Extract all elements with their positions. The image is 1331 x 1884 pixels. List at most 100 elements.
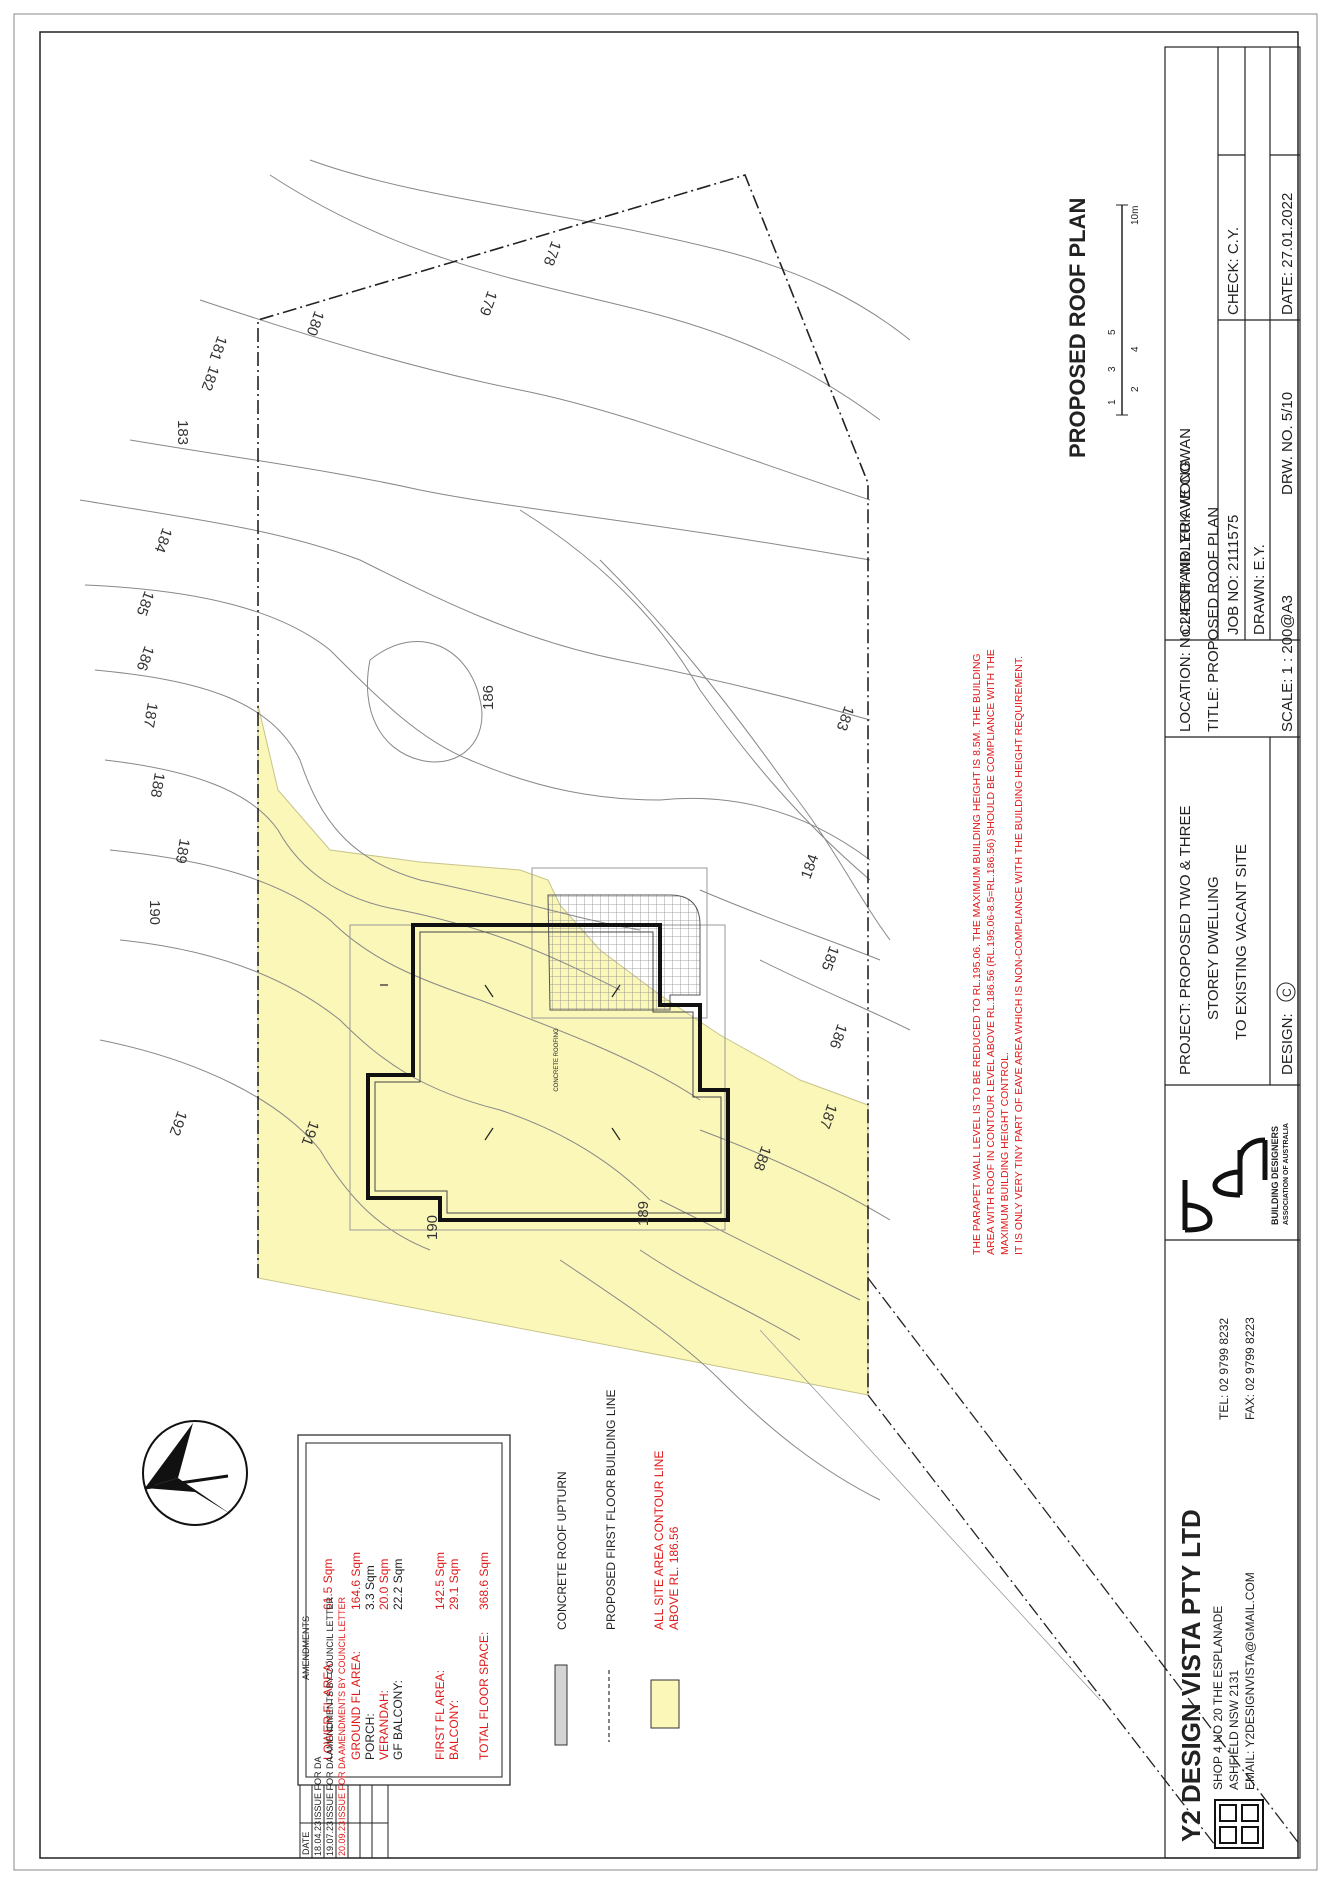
location: LOCATION: No.24 CHANDLER AVE COWAN	[1177, 428, 1194, 732]
verandah-outline	[531, 867, 708, 1019]
first-fl-value: 142.5 Sqm	[433, 1552, 447, 1610]
note-line: IT IS ONLY VERY TINY PART OF EAVE AREA W…	[1013, 656, 1025, 1255]
gf-balcony-value: 22.2 Sqm	[391, 1559, 405, 1610]
plan-title: PROPOSED ROOF PLAN	[1065, 198, 1090, 458]
company-email: EMAIL: Y2DESIGNVISTA@GMAIL.COM	[1243, 1572, 1257, 1790]
project-line-3: TO EXISTING VACANT SITE	[1233, 844, 1250, 1040]
contour-label: 186	[480, 685, 497, 710]
legend-upturn-swatch	[554, 1664, 568, 1746]
total-label: TOTAL FLOOR SPACE:	[477, 1632, 491, 1760]
contour-label: 186	[826, 1022, 851, 1051]
porch-value: 3.3 Sqm	[363, 1565, 377, 1610]
company-address-2: ASHFIELD NSW 2131	[1227, 1670, 1241, 1790]
design-mark: C	[1280, 988, 1294, 997]
verandah-value: 20.0 Sqm	[377, 1559, 391, 1610]
contour-label: 184	[151, 526, 176, 555]
scale-bar: 1 2 3 4 5 10m	[1107, 204, 1141, 416]
driveway-line-2	[867, 1394, 1216, 1846]
legend-building-line-label: PROPOSED FIRST FLOOR BUILDING LINE	[604, 1390, 618, 1631]
design-mark-circle	[1276, 982, 1296, 1002]
amendments-table	[299, 1784, 389, 1859]
contour-label: 187	[140, 701, 161, 729]
scale-tick: 2	[1130, 386, 1141, 392]
contour-label: 180	[303, 309, 328, 338]
contour-label: 185	[818, 944, 843, 973]
contour-label: 183	[833, 704, 858, 733]
company-tel: TEL: 02 9799 8232	[1217, 1318, 1231, 1420]
design-label: DESIGN:	[1279, 1013, 1296, 1075]
inner-border	[39, 31, 1299, 1859]
driveway-line-3	[759, 1329, 1101, 1701]
title: TITLE: PROPOSED ROOF PLAN	[1205, 507, 1222, 732]
site-boundary	[257, 174, 869, 1395]
contour-label: 190	[146, 900, 163, 925]
contour-label: 188	[147, 771, 168, 799]
amendment-text: ISSUE FOR DA AMENDMENTS BY COUNCIL LETTE…	[325, 1596, 335, 1820]
client: CLIENT: MR. YUK WONG	[1177, 460, 1194, 635]
legend: CONCRETE ROOF UPTURN PROPOSED FIRST FLOO…	[554, 1390, 681, 1746]
scale-tick: 1	[1107, 399, 1118, 405]
ground-fl-label: GROUND FL AREA:	[349, 1651, 363, 1760]
contour-lines	[79, 159, 911, 1501]
bda-logo	[1182, 1137, 1268, 1233]
legend-contour-label-1: ALL SITE AREA CONTOUR LINE	[652, 1451, 666, 1630]
roof-label: CONCRETE ROOFING	[554, 1028, 560, 1092]
amendment-date: 18.04.23	[313, 1821, 323, 1856]
company-address-1: SHOP 4 NO 20 THE ESPLANADE	[1211, 1606, 1225, 1790]
roof-upturn-hatch	[547, 894, 701, 1011]
area-schedule: LOWER FL AREA: 61.5 Sqm GROUND FL AREA: …	[297, 1434, 511, 1786]
scale: SCALE: 1 : 200@A3	[1279, 595, 1296, 732]
driveway-line-1	[867, 1277, 1301, 1846]
proposed-roof-inner	[374, 931, 722, 1214]
legend-contour-label-2: ABOVE RL. 186.56	[667, 1526, 681, 1630]
scale-tick: 3	[1107, 366, 1118, 372]
amendment-date: 19.07.23	[325, 1821, 335, 1856]
first-fl-label: FIRST FL AREA:	[433, 1670, 447, 1760]
north-arrow	[142, 1420, 248, 1526]
contour-label: 181	[206, 334, 231, 363]
job-no: JOB NO: 2111575	[1225, 515, 1242, 635]
scale-tick: 5	[1107, 329, 1118, 335]
proposed-roof-outline	[366, 923, 730, 1222]
amendments-text: DATE AMENDMENTS 18.04.23 ISSUE FOR DA 19…	[301, 1596, 347, 1856]
company-logo	[1214, 1799, 1264, 1849]
contour-label: 185	[133, 589, 158, 618]
roof-fall-arrows	[380, 984, 621, 1141]
contour-label: 183	[174, 420, 191, 445]
drawing-number: DRW. NO. 5/10	[1279, 392, 1296, 495]
site-plan: CONCRETE ROOFING 192 191 190 189 188 187…	[79, 159, 1301, 1846]
outer-border	[13, 13, 1318, 1871]
legend-upturn-label: CONCRETE ROOF UPTURN	[555, 1471, 569, 1630]
note-line: MAXIMUM BUILDING HEIGHT CONTROL.	[999, 1052, 1011, 1255]
contour-label: 182	[198, 364, 223, 393]
contour-label: 184	[798, 852, 823, 881]
note-line: AREA WITH ROOF IN CONTOUR LEVEL ABOVE RL…	[985, 649, 997, 1255]
lower-fl-value: 61.5 Sqm	[321, 1559, 335, 1610]
verandah-label: VERANDAH:	[377, 1690, 391, 1760]
height-note: THE PARAPET WALL LEVEL IS TO BE REDUCED …	[971, 649, 1025, 1255]
amendment-text: ISSUE FOR DA AMENDMENTS BY COUNCIL LETTE…	[337, 1596, 347, 1820]
project-line-2: STOREY DWELLING	[1205, 876, 1222, 1020]
scale-tick: 10m	[1130, 206, 1141, 225]
bda-line-2: ASSOCIATION OF AUSTRALIA	[1283, 1123, 1290, 1225]
contour-label: 189	[635, 1201, 652, 1226]
contour-label: 186	[133, 644, 158, 673]
legend-contour-swatch	[650, 1679, 680, 1729]
amendments-date-header: DATE	[301, 1832, 311, 1855]
porch-label: PORCH:	[363, 1713, 377, 1760]
gf-balcony-label: GF BALCONY:	[391, 1680, 405, 1760]
company-name: Y2 DESIGN VISTA PTY LTD	[1176, 1509, 1206, 1842]
contour-label: 190	[424, 1215, 441, 1240]
contour-label: 178	[540, 239, 565, 268]
note-line: THE PARAPET WALL LEVEL IS TO BE REDUCED …	[971, 653, 983, 1255]
amendment-date: 20.09.23	[337, 1821, 347, 1856]
balcony-value: 29.1 Sqm	[447, 1559, 461, 1610]
drawn-by: DRAWN: E.Y.	[1251, 544, 1268, 635]
company-fax: FAX: 02 9799 8223	[1243, 1317, 1257, 1420]
project-line-1: PROJECT: PROPOSED TWO & THREE	[1177, 806, 1194, 1076]
contour-label: 192	[166, 1109, 191, 1138]
contour-label: 189	[172, 837, 193, 865]
lower-fl-label: LOWER FL AREA:	[321, 1660, 335, 1760]
amendment-text: ISSUE FOR DA	[313, 1756, 323, 1820]
